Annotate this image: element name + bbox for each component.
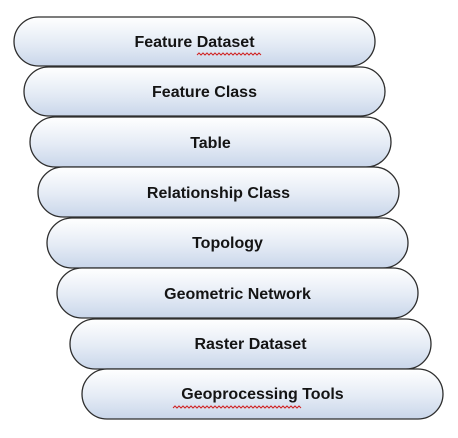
pill-item-geoprocessing-tools: Geoprocessing Tools [81,368,444,420]
pill-label: Raster Dataset [194,336,307,353]
pill-item-raster-dataset: Raster Dataset [69,318,432,370]
pill-shape [13,16,376,67]
pill-item-feature-dataset: Feature Dataset [13,16,376,67]
spellcheck-underline [196,52,262,56]
pill-item-table: Table [29,116,392,168]
pill-shape [81,368,444,420]
pill-label: Geoprocessing Tools [181,386,344,403]
pill-label: Relationship Class [147,185,290,202]
pill-label: Feature Class [152,84,257,101]
pill-label: Table [190,135,231,152]
pill-item-feature-class: Feature Class [23,66,386,117]
pill-shape [37,166,400,218]
pill-label: Geometric Network [164,286,311,303]
pill-item-geometric-network: Geometric Network [56,267,419,319]
spellcheck-underline [172,405,302,409]
pill-item-relationship-class: Relationship Class [37,166,400,218]
pill-shape [23,66,386,117]
pill-label: Topology [192,235,263,252]
pill-shape [56,267,419,319]
pill-label: Feature Dataset [134,34,255,51]
pill-item-topology: Topology [46,217,409,269]
